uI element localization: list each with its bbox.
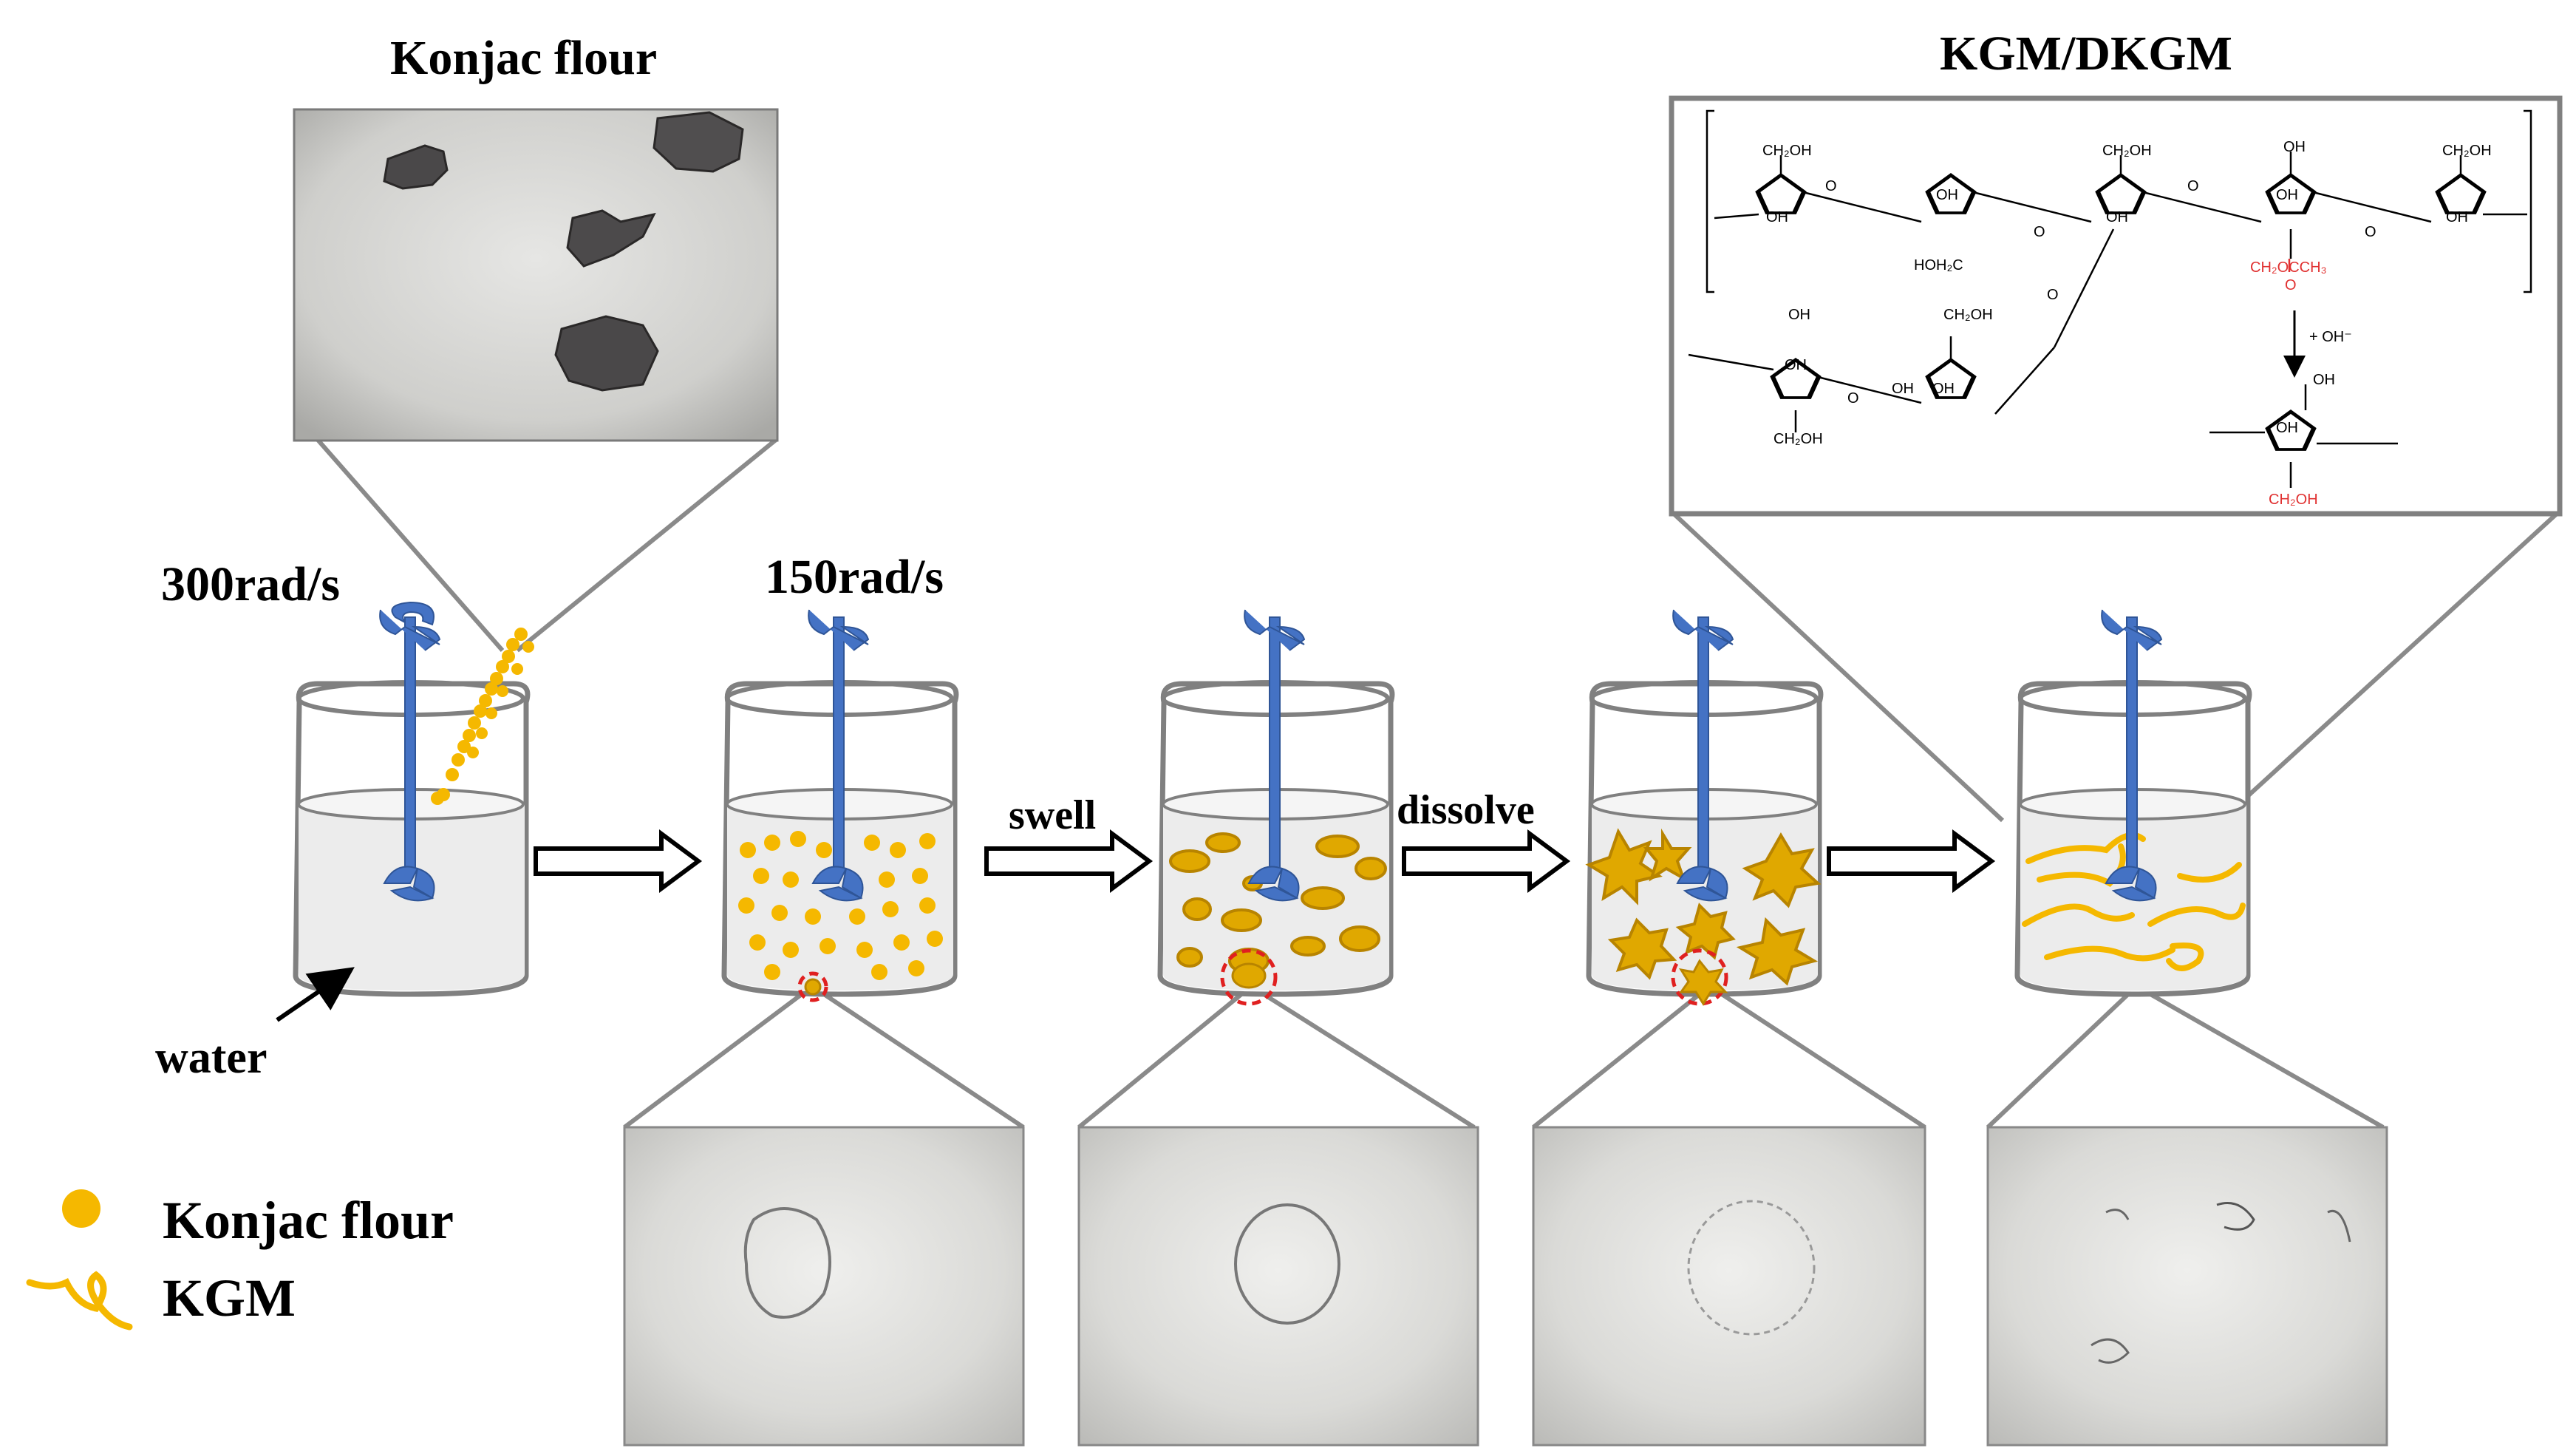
highlight-circles	[797, 948, 1728, 1006]
chem-carbonyl-o: O	[2285, 277, 2297, 293]
stirrer-2	[808, 609, 870, 902]
legend-kgm-label: KGM	[163, 1268, 296, 1328]
process-arrows	[534, 829, 1996, 893]
chem-ch2oh-5: CH₂OH	[1773, 431, 1823, 447]
chem-o-3: O	[2187, 178, 2199, 194]
chem-oh-8: OH	[1892, 381, 1914, 397]
chem-acetyl: CH₂OCCH₃	[2250, 259, 2327, 276]
chem-oh-6: OH	[1788, 307, 1810, 323]
chem-oh-4: OH	[2276, 187, 2298, 203]
falling-konjac-flour	[431, 628, 534, 805]
chem-ch2oh-2: CH₂OH	[2102, 143, 2152, 159]
dissolve-label: dissolve	[1397, 787, 1535, 833]
speed-300-label: 300rad/s	[161, 557, 341, 611]
chem-ch2oh-3: CH₂OH	[2442, 143, 2492, 159]
legend-symbols	[26, 1189, 133, 1331]
chem-oh-10: OH	[2313, 372, 2335, 388]
chem-o-4: O	[2365, 224, 2376, 240]
chem-oh-7: OH	[1785, 357, 1807, 373]
chem-o-2: O	[2034, 224, 2045, 240]
chem-oh-5: OH	[2446, 209, 2468, 225]
beaker-4-dissolving-particles	[1585, 828, 1822, 986]
swell-label: swell	[1009, 792, 1097, 838]
chem-o-branch: O	[2047, 287, 2059, 303]
kgm-dkgm-title: KGM/DKGM	[1940, 27, 2232, 81]
konjac-flour-title: Konjac flour	[390, 31, 658, 85]
highlighted-particles	[804, 959, 1728, 1006]
stirrer-3	[1244, 609, 1306, 902]
stirrer-1	[379, 601, 441, 902]
stirrer-4	[1672, 609, 1734, 902]
chem-oh-11: OH	[2276, 420, 2298, 436]
chem-o-5: O	[1847, 390, 1859, 407]
speed-150-label: 150rad/s	[765, 550, 944, 604]
micrograph-4	[1986, 1126, 2388, 1447]
micrograph-2	[1077, 1126, 1479, 1447]
chem-ch2oh-1: CH₂OH	[1762, 143, 1812, 159]
chem-ch2oh-red: CH₂OH	[2269, 492, 2318, 508]
stirrer-5	[2101, 609, 2163, 902]
chem-o-1: O	[1825, 178, 1837, 194]
chem-oh-top: OH	[2283, 139, 2306, 155]
chem-ch2oh-4: CH₂OH	[1943, 307, 1993, 323]
water-label: water	[155, 1033, 268, 1083]
kgm-structure-panel: CH₂OH CH₂OH CH₂OH OH OH OH OH OH OH HOH₂…	[1669, 95, 2563, 517]
callout-lines	[316, 438, 2559, 1129]
chem-oh-1: OH	[1766, 209, 1788, 225]
water-pointer-arrow	[276, 967, 355, 1022]
legend-konjac-flour-label: Konjac flour	[163, 1191, 454, 1250]
konjac-flour-photo	[293, 108, 779, 442]
micrograph-1	[623, 1126, 1025, 1447]
yellow-fiber-icon	[26, 1271, 133, 1331]
beaker-2-particles	[738, 831, 943, 980]
chem-reagent: + OH⁻	[2309, 329, 2352, 345]
chem-oh-9: OH	[1932, 381, 1955, 397]
chem-hoh2c: HOH₂C	[1914, 257, 1963, 273]
chem-oh-3: OH	[2106, 209, 2128, 225]
beaker-3-swollen-particles	[1169, 832, 1387, 974]
chem-oh-2: OH	[1936, 187, 1958, 203]
micrograph-3	[1532, 1126, 1926, 1447]
yellow-dot-icon	[62, 1189, 100, 1228]
